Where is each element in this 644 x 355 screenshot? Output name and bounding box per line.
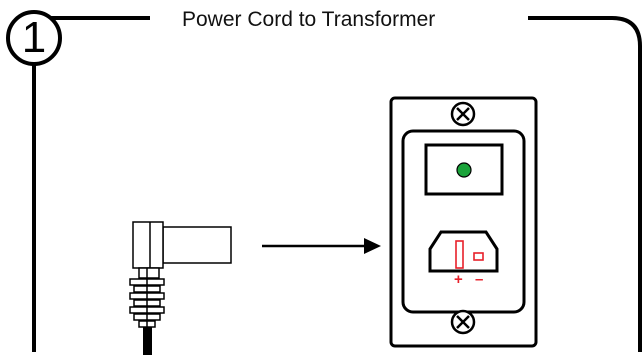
- plug-neck: [138, 267, 160, 279]
- step-number: 1: [21, 13, 47, 62]
- frame-border: [32, 16, 642, 352]
- step-title: Power Cord to Transformer: [178, 8, 440, 32]
- screw-cross-icon: [450, 309, 476, 335]
- screw-cross-icon: [450, 101, 476, 127]
- plug-barrel: [162, 226, 232, 264]
- inlet-pin-negative: [473, 252, 484, 261]
- indicator-light: [456, 162, 472, 178]
- power-cord: [143, 327, 152, 355]
- plug-head: [132, 221, 164, 269]
- step-number-circle: [6, 10, 62, 66]
- inlet-pin-positive: [455, 240, 464, 269]
- polarity-minus-label: –: [475, 271, 484, 288]
- arrow-right-icon: [262, 238, 381, 254]
- outlet-panel: [389, 96, 538, 348]
- power-plug-icon: [129, 221, 232, 328]
- polarity-plus-label: +: [454, 271, 463, 288]
